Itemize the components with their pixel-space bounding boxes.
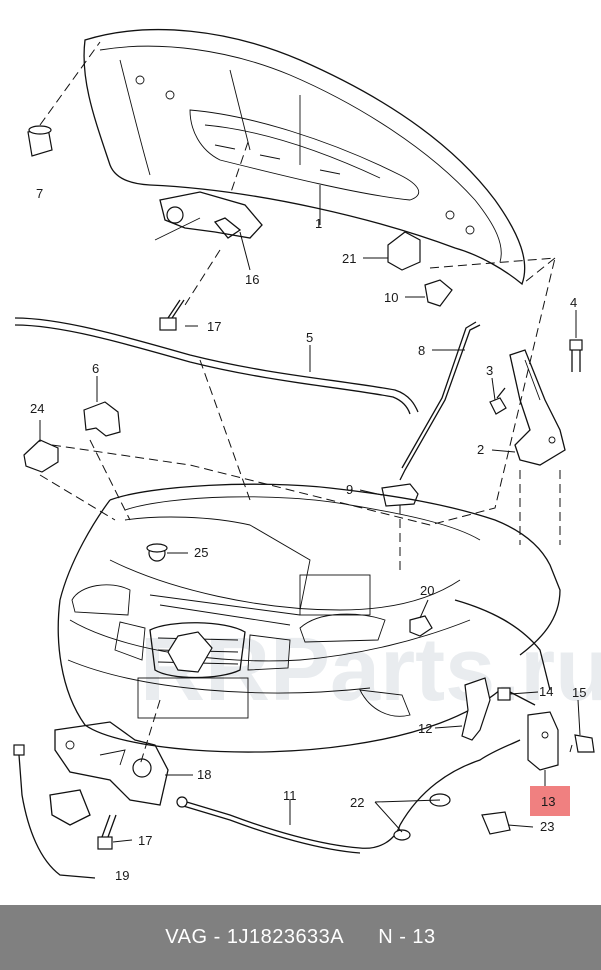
bracket-9 xyxy=(381,483,419,507)
clip-6 xyxy=(83,401,121,437)
bolt-lower xyxy=(97,814,117,850)
callout-25: 25 xyxy=(194,545,208,560)
handle-bracket xyxy=(527,711,559,771)
callout-8: 8 xyxy=(418,343,425,358)
release-cable xyxy=(176,796,401,854)
bolt-4 xyxy=(569,339,583,372)
car-front xyxy=(57,483,561,753)
callout-7: 7 xyxy=(36,186,43,201)
callout-23: 23 xyxy=(540,819,554,834)
clip-23 xyxy=(481,811,511,835)
switch-cable-19 xyxy=(13,744,96,879)
prop-rod xyxy=(399,321,481,481)
callout-labels: 1 2 3 4 5 6 7 8 9 10 11 12 13 14 15 16 1… xyxy=(30,186,586,883)
callout-22: 22 xyxy=(350,795,364,810)
callout-1: 1 xyxy=(315,216,322,231)
callout-16: 16 xyxy=(245,272,259,287)
callout-11: 11 xyxy=(283,788,297,803)
buffer-10 xyxy=(424,279,453,307)
callout-2: 2 xyxy=(477,442,484,457)
callout-12: 12 xyxy=(418,721,432,736)
callout-19: 19 xyxy=(115,868,129,883)
hood-hinge xyxy=(509,349,566,466)
hood-seal xyxy=(14,317,419,415)
bolt-upper xyxy=(159,299,185,331)
watermark: RRParts.ru xyxy=(140,620,601,720)
clip-20 xyxy=(409,615,433,637)
callout-14: 14 xyxy=(539,684,553,699)
bracket-21 xyxy=(387,231,421,271)
callout-5: 5 xyxy=(306,330,313,345)
callout-15: 15 xyxy=(572,685,586,700)
nut-3 xyxy=(489,387,507,415)
callout-4: 4 xyxy=(570,295,577,310)
parts-diagram: RRParts.ru xyxy=(13,28,601,883)
hood-catch xyxy=(154,191,263,241)
grommet-25 xyxy=(146,543,168,553)
page-reference: N - 13 xyxy=(378,926,436,948)
part-number: VAG - 1J1823633A xyxy=(165,926,345,948)
callout-24: 24 xyxy=(30,401,44,416)
callout-9: 9 xyxy=(346,482,353,497)
callout-3: 3 xyxy=(486,363,493,378)
hood-panel xyxy=(83,28,526,286)
assembly-lines xyxy=(39,41,573,766)
clip-15 xyxy=(574,734,595,753)
callout-10: 10 xyxy=(384,290,398,305)
exploded-view-drawing: RRParts.ru xyxy=(13,28,601,883)
callout-6: 6 xyxy=(92,361,99,376)
callout-18: 18 xyxy=(197,767,211,782)
callout-20: 20 xyxy=(420,583,434,598)
footer-text: VAG - 1J1823633A N - 13 xyxy=(151,926,449,949)
callout-17a: 17 xyxy=(207,319,221,334)
rubber-buffer xyxy=(27,125,53,157)
callout-13: 13 xyxy=(541,794,555,809)
callout-17b: 17 xyxy=(138,833,152,848)
highlight-box xyxy=(530,786,570,816)
leader-lines xyxy=(39,185,581,843)
callout-21: 21 xyxy=(342,251,356,266)
release-handle xyxy=(461,677,491,741)
hood-lock xyxy=(54,721,169,806)
footer-bar: VAG - 1J1823633A N - 13 xyxy=(0,905,601,970)
